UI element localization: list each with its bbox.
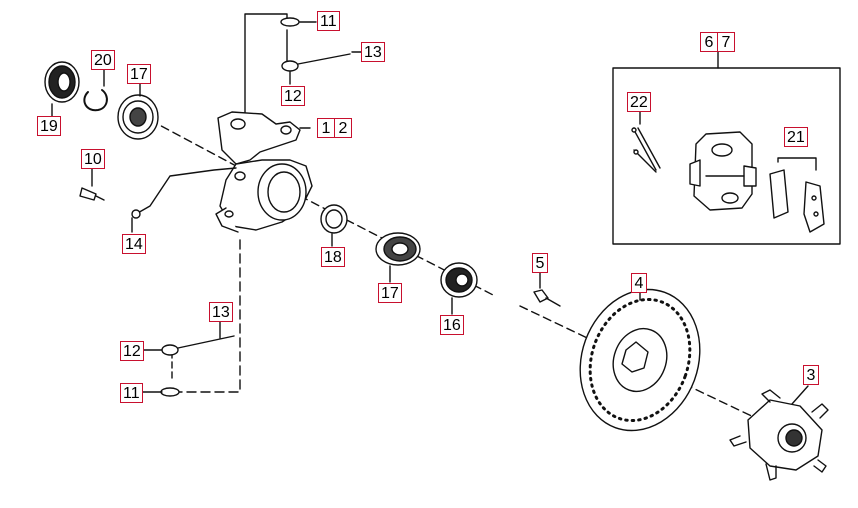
callout-22: 22	[627, 92, 651, 112]
callout-18: 18	[321, 247, 345, 267]
callout-2: 2	[334, 119, 351, 137]
callout-19: 19	[37, 116, 61, 136]
bearing-part-17-top	[117, 94, 159, 140]
callout-6-7: 6 7	[700, 32, 735, 52]
knuckle-housing-part-1-2	[215, 111, 313, 233]
callout-5: 5	[532, 253, 548, 273]
circlip-part-20	[83, 89, 108, 112]
callout-4: 4	[631, 273, 647, 293]
callout-11-top: 11	[317, 11, 340, 31]
bolt-part-13-top	[297, 53, 351, 65]
callout-21: 21	[784, 127, 808, 147]
callout-7: 7	[717, 33, 734, 51]
caliper-body	[689, 131, 757, 211]
seal-part-16	[440, 262, 478, 298]
leader-14	[135, 167, 237, 215]
bearing-part-17-mid	[375, 232, 421, 266]
callout-17-mid: 17	[378, 283, 402, 303]
callout-1: 1	[321, 120, 331, 137]
brake-disc-part-4	[579, 288, 701, 432]
washer-part-11-top	[280, 17, 300, 27]
nut-part-14	[131, 209, 141, 219]
callout-3: 3	[803, 365, 819, 385]
nut-part-12-top	[281, 60, 299, 72]
nut-part-12-bottom	[161, 344, 179, 356]
bolt-part-13-bottom	[177, 335, 235, 349]
callout-20: 20	[91, 50, 115, 70]
brake-pads-part-21	[769, 169, 825, 233]
disc-bolt-part-5	[533, 289, 561, 307]
bottom-bolt-leader	[171, 239, 241, 393]
callout-12-bottom: 12	[120, 341, 144, 361]
callout-16: 16	[440, 315, 464, 335]
washer-part-11-bottom	[160, 387, 180, 397]
callout-13-top: 13	[361, 42, 385, 62]
callout-17-top: 17	[127, 64, 151, 84]
callout-6: 6	[704, 34, 714, 51]
caliper-inset-box	[612, 67, 841, 245]
callout-10: 10	[81, 149, 105, 169]
wheel-hub-part-3	[729, 389, 829, 481]
callout-1-2: 1 2	[317, 118, 352, 138]
pads-leader-21	[777, 157, 817, 171]
callout-12-top: 12	[281, 86, 305, 106]
pins-part-22	[631, 127, 661, 173]
callout-13-bottom: 13	[209, 302, 233, 322]
callout-14: 14	[122, 234, 146, 254]
oil-seal-part-19	[44, 61, 80, 103]
spacer-part-18	[320, 204, 348, 234]
bolt-part-10	[79, 187, 105, 201]
callout-11-bottom: 11	[120, 383, 143, 403]
